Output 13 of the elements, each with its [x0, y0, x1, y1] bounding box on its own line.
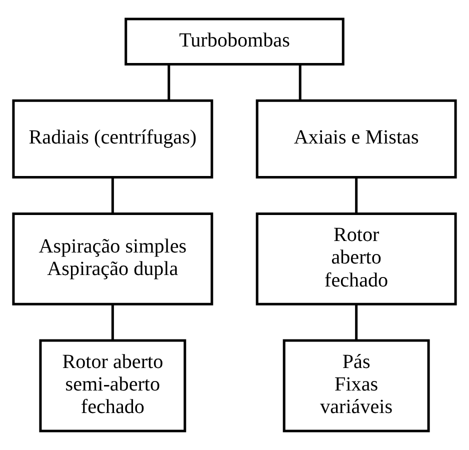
node-box: Radiais (centrífugas) [12, 99, 214, 179]
connector [111, 178, 114, 214]
connector [298, 64, 302, 100]
node-box: Aspiração simples Aspiração dupla [12, 212, 214, 306]
node-box: Axiais e Mistas [256, 99, 457, 179]
connector [111, 304, 114, 340]
connector [168, 64, 170, 100]
connector [355, 304, 358, 340]
node-box: Pás Fixas variáveis [282, 339, 430, 432]
connector [355, 178, 358, 214]
node-box: Turbobombas [124, 18, 344, 66]
node-box: Rotor aberto fechado [256, 212, 457, 306]
node-box: Rotor aberto semi-aberto fechado [39, 339, 186, 432]
